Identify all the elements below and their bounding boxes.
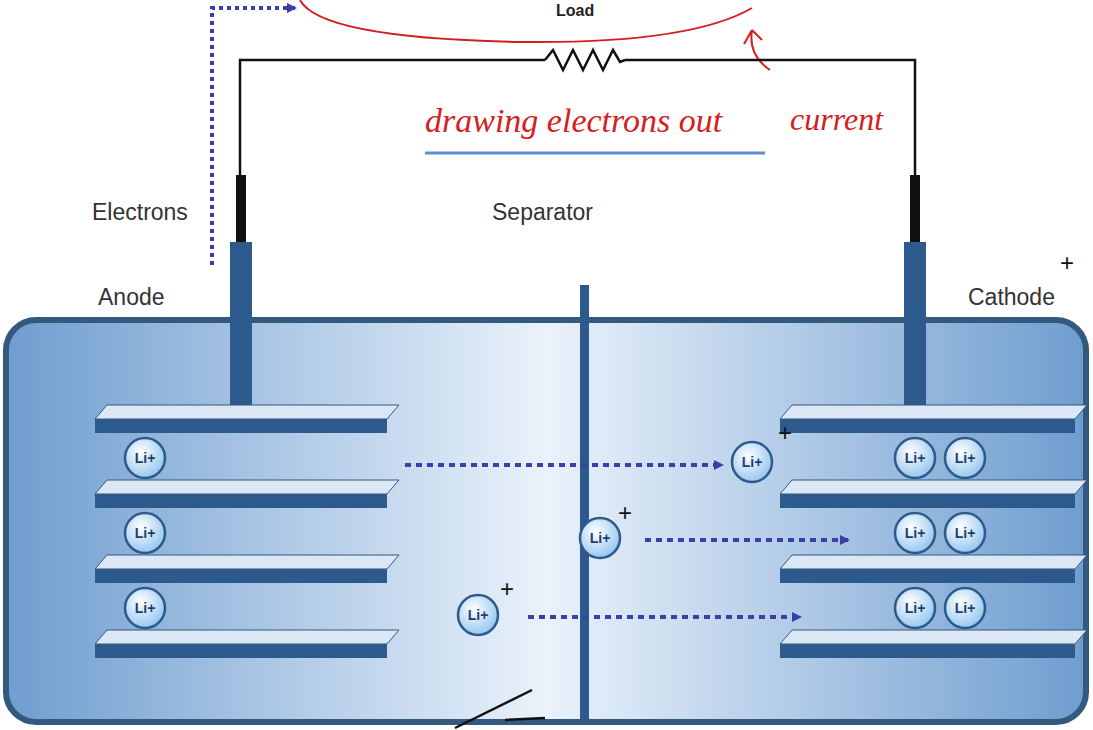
plate-face — [780, 405, 1087, 419]
cathode-label: Cathode — [968, 285, 1055, 310]
lithium-ion: Li+ — [943, 436, 987, 480]
ion-label: Li+ — [456, 593, 500, 637]
plate-face — [95, 555, 399, 569]
separator-label: Separator — [492, 200, 593, 225]
separator — [580, 285, 589, 720]
plate-edge — [95, 569, 387, 583]
cathode-stem — [904, 242, 926, 410]
ion-label: Li+ — [893, 436, 937, 480]
lithium-ion: Li+ — [123, 436, 167, 480]
current-arrow — [744, 30, 770, 70]
wire — [240, 60, 915, 285]
anode-label: Anode — [98, 285, 165, 310]
lithium-ion: Li+ — [123, 511, 167, 555]
ion-label: Li+ — [893, 586, 937, 630]
plate-edge — [95, 494, 387, 508]
plus-sign: + — [618, 500, 632, 526]
handwritten-note: current — [790, 102, 883, 137]
underline — [425, 152, 765, 155]
load-label: Load — [556, 2, 594, 20]
electrode-plates — [95, 405, 1087, 658]
anode-terminal — [236, 175, 246, 245]
electrons-label: Electrons — [92, 200, 188, 225]
cathode-terminal — [910, 175, 920, 245]
plate-edge — [780, 419, 1075, 433]
ion-label: Li+ — [123, 511, 167, 555]
lithium-ion: Li+ — [456, 593, 500, 637]
ion-label: Li+ — [730, 440, 774, 484]
lithium-ion: Li+ — [893, 586, 937, 630]
current-arc — [300, 0, 752, 42]
pen-mark — [455, 690, 545, 728]
plate-face — [780, 630, 1087, 644]
lithium-ion: Li+ — [730, 440, 774, 484]
ion-label: Li+ — [893, 511, 937, 555]
ion-label: Li+ — [123, 436, 167, 480]
plate-face — [95, 405, 399, 419]
plate-edge — [780, 569, 1075, 583]
ion-arrow — [528, 615, 800, 619]
lithium-ion: Li+ — [578, 516, 622, 560]
lithium-ion: Li+ — [893, 436, 937, 480]
lithium-ion: Li+ — [893, 511, 937, 555]
resistor-symbol — [545, 50, 625, 70]
plate-face — [95, 480, 399, 494]
ion-label: Li+ — [578, 516, 622, 560]
electron-flow — [212, 8, 295, 265]
handwritten-note: drawing electrons out — [425, 102, 722, 139]
ion-label: Li+ — [943, 436, 987, 480]
plus-sign: + — [500, 576, 514, 602]
lithium-ion: Li+ — [123, 586, 167, 630]
ion-label: Li+ — [943, 586, 987, 630]
lithium-ion: Li+ — [943, 511, 987, 555]
plus-sign: + — [778, 420, 792, 446]
plate-face — [95, 630, 399, 644]
anode-stem — [230, 242, 252, 410]
ion-arrow — [645, 538, 848, 542]
ion-label: Li+ — [943, 511, 987, 555]
ion-label: Li+ — [123, 586, 167, 630]
plate-face — [780, 555, 1087, 569]
plus-sign: + — [1060, 250, 1074, 276]
plate-edge — [780, 644, 1075, 658]
plate-edge — [95, 419, 387, 433]
lithium-ion: Li+ — [943, 586, 987, 630]
ion-arrow — [405, 463, 722, 467]
plate-face — [780, 480, 1087, 494]
plate-edge — [780, 494, 1075, 508]
plate-edge — [95, 644, 387, 658]
